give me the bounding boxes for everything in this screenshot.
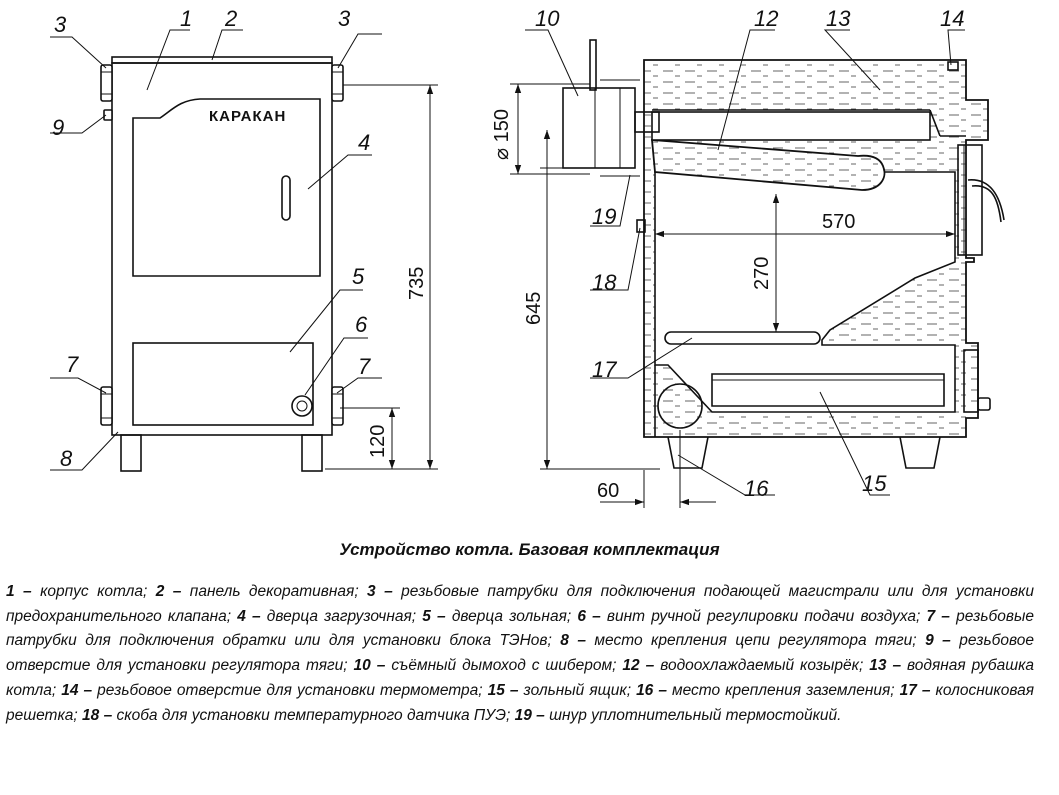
- brand-logo: КАРАКАН: [209, 108, 286, 125]
- dimension-735: 735: [406, 267, 428, 300]
- ash-door-side: [963, 349, 979, 413]
- callout-2: 2: [224, 6, 237, 31]
- legend: 1 – корпус котла; 2 – панель декоративна…: [6, 580, 1034, 728]
- legend-item: 1 – корпус котла;: [6, 583, 156, 600]
- front-view: КАРАКАН: [100, 56, 344, 472]
- leg-left: [120, 434, 142, 472]
- callout-14: 14: [940, 6, 964, 31]
- grate: [664, 331, 821, 345]
- nozzle-top-right: [331, 64, 344, 102]
- threaded-hole: [103, 109, 113, 121]
- callout-7-right: 7: [358, 354, 371, 379]
- legend-item: 2 – панель декоративная;: [155, 583, 368, 600]
- section-view: [562, 39, 1005, 469]
- dimension-645: 645: [523, 292, 545, 325]
- legend-item: 15 – зольный ящик;: [487, 681, 637, 699]
- front-leaders: [50, 29, 382, 471]
- legend-item: 10 – съёмный дымоход с шибером;: [353, 657, 623, 675]
- legend-item: 7 – резьбовые патрубки для подключения о…: [6, 607, 1034, 650]
- legend-item: 9 – резьбовое отверстие для установки ре…: [6, 632, 1034, 675]
- callout-10: 10: [535, 6, 560, 31]
- legend-item: 8 – место крепления цепи регулятора тяги…: [560, 632, 926, 650]
- callout-12: 12: [754, 6, 778, 31]
- legend-item: 4 – дверца загрузочная;: [237, 607, 423, 625]
- loading-door: [132, 98, 321, 277]
- dimension-270: 270: [751, 257, 773, 290]
- callout-9: 9: [52, 115, 64, 140]
- grounding-point: [657, 383, 703, 429]
- callouts: 1 2 3 3 4 5 6 7 7 8 9 10 12 13 14 15 16 …: [52, 6, 964, 501]
- legend-item: 12 – водоохлаждаемый козырёк;: [622, 657, 870, 675]
- nozzle-top-left: [100, 64, 113, 102]
- section-leg-right: [899, 436, 941, 469]
- callout-8: 8: [60, 446, 73, 471]
- ash-door: [132, 342, 314, 426]
- callout-18: 18: [592, 270, 617, 295]
- nozzle-bottom-right: [331, 386, 344, 426]
- dimension-120: 120: [367, 425, 389, 458]
- callout-6: 6: [355, 312, 368, 337]
- sensor-bracket: [636, 219, 646, 233]
- callout-1: 1: [180, 6, 192, 31]
- callout-16: 16: [744, 476, 769, 501]
- boiler-technical-drawing: КАРАКАН 735 120: [50, 6, 1005, 508]
- leg-right: [301, 434, 323, 472]
- chimney: [562, 87, 636, 169]
- door-handle: [281, 175, 291, 221]
- callout-15: 15: [862, 471, 887, 496]
- legend-item: 13 – водяная рубашка котла;: [6, 657, 1035, 699]
- legend-item: 14 – резьбовое отверстие для установки т…: [61, 681, 488, 699]
- nozzle-bottom-left: [100, 386, 113, 426]
- callout-4: 4: [358, 130, 370, 155]
- front-dimensions: 735 120: [325, 84, 438, 470]
- callout-13: 13: [826, 6, 851, 31]
- legend-item: 3 – резьбовые патрубки для подключения п…: [6, 583, 1034, 625]
- legend-item: 16 – место крепления заземления;: [636, 681, 900, 699]
- thermometer-hole: [947, 61, 959, 71]
- air-screw: [291, 395, 313, 417]
- dimension-150: ⌀ 150: [491, 109, 513, 160]
- legend-item: 19 – шнур уплотнительный термостойкий.: [514, 706, 842, 724]
- legend-item: 17 – колосниковая решетка;: [6, 681, 1034, 724]
- callout-19: 19: [592, 204, 616, 229]
- section-dimensions: ⌀ 150 645 570 270 60: [491, 83, 955, 508]
- boiler-body-front: [111, 62, 333, 436]
- legend-item: 6 – винт ручной регулировки подачи возду…: [577, 607, 927, 625]
- water-cooled-visor: [651, 139, 886, 191]
- section-leaders: [525, 29, 965, 496]
- legend-item: 18 – скоба для установки температурного …: [82, 706, 515, 724]
- dimension-570: 570: [822, 211, 855, 233]
- callout-7-left: 7: [66, 352, 79, 377]
- ash-box: [711, 373, 945, 407]
- dimension-60: 60: [597, 480, 619, 502]
- figure-caption: Устройство котла. Базовая комплектация: [339, 540, 720, 559]
- section-leg-left: [667, 436, 709, 469]
- callout-17: 17: [592, 357, 617, 382]
- loading-door-side: [957, 144, 983, 256]
- callout-5: 5: [352, 264, 365, 289]
- legend-item: 5 – дверца зольная;: [422, 607, 578, 625]
- decorative-panel: [111, 56, 333, 64]
- callout-3-left: 3: [54, 12, 67, 37]
- callout-3-right: 3: [338, 6, 351, 31]
